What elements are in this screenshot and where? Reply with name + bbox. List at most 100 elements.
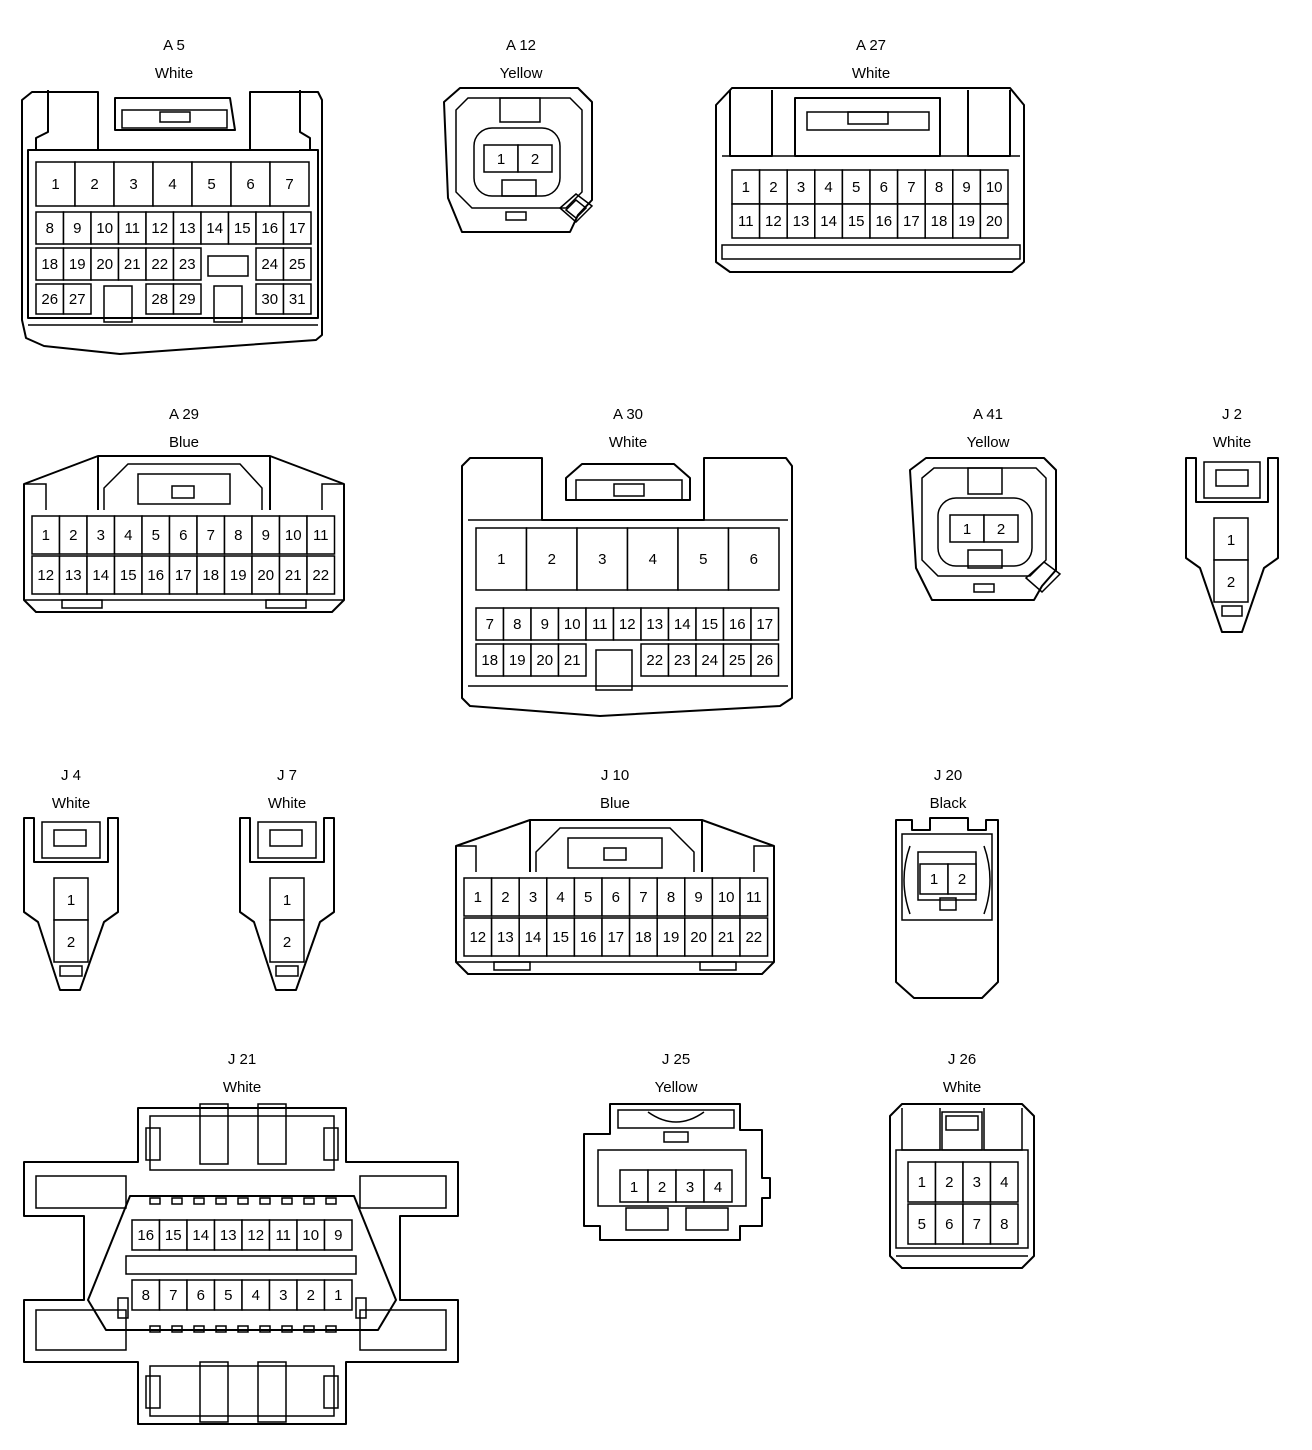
pin-number: 23 <box>674 652 691 669</box>
pin-number: 7 <box>486 616 494 633</box>
pin-number: 9 <box>541 616 549 633</box>
pin-number: 8 <box>46 220 54 237</box>
pin-cell <box>656 917 686 957</box>
pin-cell <box>722 643 752 677</box>
pin-cell <box>251 555 281 595</box>
pin-cell <box>518 917 548 957</box>
pin-number: 10 <box>718 889 735 906</box>
pin-cell <box>530 607 560 641</box>
pin-number: 21 <box>285 567 302 584</box>
svg-text:3: 3 <box>686 1179 694 1196</box>
connector-id-label: J 4 <box>61 767 81 784</box>
connector-j20: 1 2 <box>895 817 999 999</box>
pin-number: 19 <box>509 652 526 669</box>
connector-color-label: White <box>223 1079 261 1096</box>
pin-cell <box>131 1279 161 1311</box>
pin-cell <box>626 527 679 591</box>
pin-cell <box>282 211 312 245</box>
svg-text:2: 2 <box>67 934 75 951</box>
pin-number: 7 <box>169 1287 177 1304</box>
connector-id-label: J 20 <box>934 767 962 784</box>
pin-number: 17 <box>289 220 306 237</box>
connector-color-label: White <box>268 795 306 812</box>
pin-number: 6 <box>750 551 758 568</box>
connector-a41: 1 2 <box>909 457 1062 601</box>
pin-number: 10 <box>564 616 581 633</box>
pin-number: 12 <box>247 1227 264 1244</box>
pin-number: 21 <box>718 929 735 946</box>
svg-text:4: 4 <box>714 1179 722 1196</box>
pin-cell <box>282 247 312 281</box>
connector-color-label: Yellow <box>500 65 543 82</box>
pin-number: 23 <box>179 256 196 273</box>
pin-number: 6 <box>880 179 888 196</box>
pin-cell <box>152 161 193 207</box>
pin-cell <box>628 917 658 957</box>
connector-color-label: Blue <box>600 795 630 812</box>
pin-number: 12 <box>619 616 636 633</box>
pin-number: 14 <box>674 616 691 633</box>
pin-number: 15 <box>848 213 865 230</box>
pin-number: 20 <box>96 256 113 273</box>
svg-text:2: 2 <box>283 934 291 951</box>
pin-cell <box>62 247 92 281</box>
pin-number: 5 <box>852 179 860 196</box>
pin-cell <box>731 169 761 205</box>
pin-cell <box>141 555 171 595</box>
pin-number: 21 <box>124 256 141 273</box>
pin-number: 1 <box>497 551 505 568</box>
connector-a12: 1 2 <box>443 87 594 233</box>
connector-id-label: J 25 <box>662 1051 690 1068</box>
pin-number: 13 <box>793 213 810 230</box>
pin-number: 12 <box>469 929 486 946</box>
svg-text:1: 1 <box>283 892 291 909</box>
pin-number: 8 <box>1000 1216 1008 1233</box>
pin-cell <box>502 643 532 677</box>
pin-cell <box>268 1279 298 1311</box>
pin-cell <box>117 247 147 281</box>
pin-number: 11 <box>746 889 762 906</box>
pin-number: 16 <box>580 929 597 946</box>
pin-cell <box>282 283 312 315</box>
pin-number: 1 <box>918 1174 926 1191</box>
pin-cell <box>576 527 629 591</box>
pin-cell <box>502 607 532 641</box>
pin-number: 9 <box>73 220 81 237</box>
pin-cell <box>31 515 61 555</box>
pin-number: 12 <box>151 220 168 237</box>
pin-cell <box>268 1219 298 1251</box>
pin-number: 4 <box>824 179 832 196</box>
pin-number: 11 <box>592 616 608 633</box>
pin-number: 4 <box>252 1287 260 1304</box>
pin-cell <box>145 247 175 281</box>
pin-number: 1 <box>42 527 50 544</box>
connector-j7: 1 2 <box>239 817 335 991</box>
pin-number: 14 <box>92 567 109 584</box>
pin-cell <box>186 1279 216 1311</box>
pin-number: 28 <box>151 291 168 308</box>
svg-text:2: 2 <box>658 1179 666 1196</box>
pin-cell <box>979 203 1009 239</box>
pin-number: 16 <box>875 213 892 230</box>
connector-id-label: A 12 <box>506 37 536 54</box>
pin-cell <box>306 515 336 555</box>
pin-number: 25 <box>729 652 746 669</box>
pin-cell <box>35 161 76 207</box>
pin-cell <box>731 203 761 239</box>
pin-number: 11 <box>124 220 140 237</box>
pin-number: 19 <box>663 929 680 946</box>
pin-cell <box>841 203 871 239</box>
pin-cell <box>475 643 505 677</box>
pin-number: 15 <box>165 1227 182 1244</box>
pin-cell <box>323 1279 353 1311</box>
pin-number: 16 <box>729 616 746 633</box>
pin-cell <box>62 211 92 245</box>
pin-number: 13 <box>65 567 82 584</box>
pin-cell <box>750 607 780 641</box>
pin-number: 20 <box>257 567 274 584</box>
pin-cell <box>31 555 61 595</box>
pin-cell <box>758 169 788 205</box>
pin-number: 18 <box>481 652 498 669</box>
